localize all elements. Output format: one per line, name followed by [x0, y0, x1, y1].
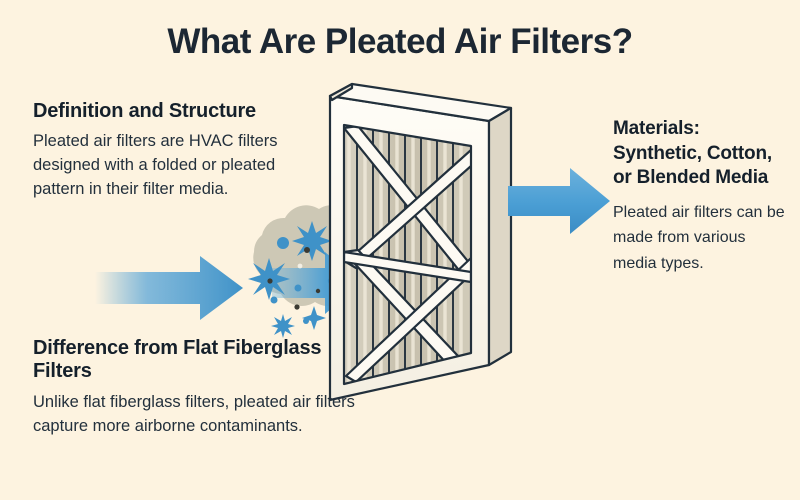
dirty-air-inflow-arrow — [95, 256, 243, 320]
definition-body: Pleated air filters are HVAC filters des… — [33, 132, 278, 198]
materials-heading: Materials: Synthetic, Cotton, or Blended… — [613, 118, 772, 188]
difference-heading: Difference from Flat Fiberglass Filters — [33, 337, 322, 383]
dust-cloud — [253, 205, 383, 307]
page-title: What Are Pleated Air Filters? — [167, 22, 633, 61]
airborne-particles-dark — [267, 233, 337, 310]
airborne-particles-light — [297, 258, 350, 270]
difference-body: Unlike flat fiberglass filters, pleated … — [33, 392, 355, 435]
section-difference: Difference from Flat Fiberglass Filters … — [33, 337, 368, 438]
clean-air-outflow-arrow — [508, 168, 610, 234]
section-definition: Definition and Structure Pleated air fil… — [33, 100, 308, 202]
materials-body: Pleated air filters can be made from var… — [613, 203, 785, 273]
section-materials: Materials: Synthetic, Cotton, or Blended… — [613, 117, 791, 277]
airborne-particles — [248, 221, 360, 338]
definition-heading: Definition and Structure — [33, 100, 256, 122]
air-through-cloud-arrow — [272, 252, 362, 314]
